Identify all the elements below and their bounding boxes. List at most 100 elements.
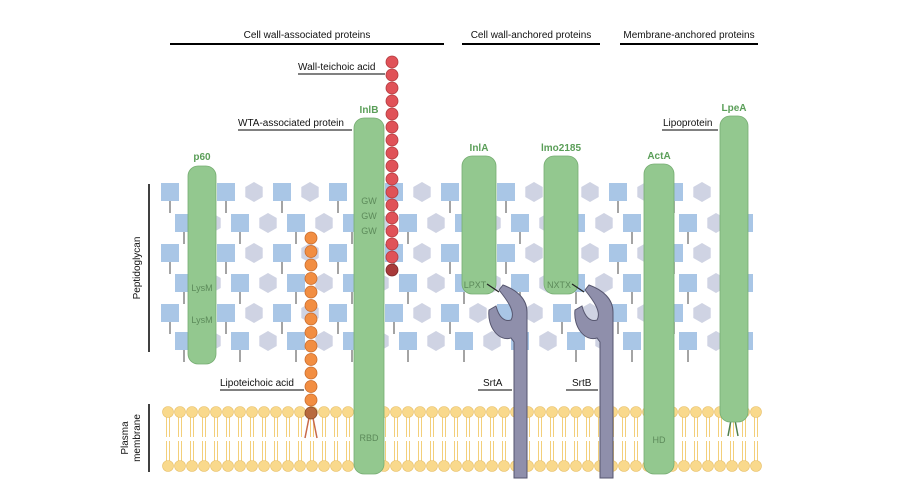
wall-teichoic-acid: Wall-teichoic acid (298, 55, 399, 277)
pg-sugar-square (441, 244, 459, 262)
pg-sugar-hexagon (581, 243, 599, 263)
lipid-head-inner (690, 460, 702, 472)
pg-sugar-hexagon (469, 303, 487, 323)
lipid-head-outer (462, 406, 474, 418)
lipid-head-inner (234, 460, 246, 472)
lta-bead (304, 299, 318, 312)
pg-sugar-hexagon (259, 331, 277, 351)
category-title-cell-wall-anchored: Cell wall-anchored proteins (471, 30, 592, 41)
lta-bead (304, 353, 318, 366)
lipid-head-outer (570, 406, 582, 418)
lipid-head-outer (534, 406, 546, 418)
lipid-head-inner (306, 460, 318, 472)
protein-lpea: LpeA Lipoprotein (662, 103, 749, 437)
srtb-label: SrtB (572, 378, 592, 389)
wta-bead (385, 107, 399, 121)
lipid-head-outer (486, 406, 498, 418)
lipid-head-outer (498, 406, 510, 418)
pg-sugar-hexagon (525, 243, 543, 263)
acta-hd-domain: HD (653, 435, 666, 445)
lipid-head-inner (174, 460, 186, 472)
plasma-membrane-label-line1: Plasma (120, 421, 131, 455)
lipid-head-outer (414, 406, 426, 418)
pg-sugar-square (329, 183, 347, 201)
lipid-head-inner (534, 460, 546, 472)
wta-anchor-bead (385, 263, 399, 277)
lta-bead (304, 258, 318, 272)
pg-sugar-hexagon (525, 303, 543, 323)
lipid-head-inner (318, 460, 330, 472)
pg-sugar-square (679, 274, 697, 292)
lipid-head-inner (342, 460, 354, 472)
inlb-gw-domain-1: GW (361, 196, 377, 206)
lmo2185-nxtx-motif: NXTX (547, 280, 571, 290)
pg-sugar-hexagon (315, 213, 333, 233)
lipid-head-inner (738, 460, 750, 472)
pg-sugar-square (399, 332, 417, 350)
p60-body (187, 165, 217, 365)
srta-body (488, 284, 528, 479)
acta-name: ActA (647, 151, 670, 162)
pg-sugar-square (623, 214, 641, 232)
lipid-head-outer (282, 406, 294, 418)
protein-acta: ActA HD (643, 151, 675, 475)
acta-body (643, 163, 675, 475)
lipid-head-inner (618, 460, 630, 472)
lta-anchor-bead (304, 406, 318, 420)
protein-lmo2185: lmo2185 NXTX (541, 143, 585, 295)
inlb-gw-domain-2: GW (361, 211, 377, 221)
pg-sugar-hexagon (259, 213, 277, 233)
pg-sugar-square (287, 274, 305, 292)
peptidoglycan-label: Peptidoglycan (132, 237, 143, 300)
pg-sugar-square (217, 183, 235, 201)
lipid-head-outer (618, 406, 630, 418)
pg-sugar-square (161, 183, 179, 201)
pg-sugar-square (497, 183, 515, 201)
lta-bead (304, 272, 318, 285)
lipid-head-outer (426, 406, 438, 418)
pg-sugar-hexagon (525, 182, 543, 202)
pg-sugar-square (511, 214, 529, 232)
pg-sugar-square (273, 183, 291, 201)
pg-sugar-hexagon (301, 182, 319, 202)
lipid-head-outer (174, 406, 186, 418)
pg-sugar-square (273, 244, 291, 262)
pg-sugar-square (287, 214, 305, 232)
lta-bead-chain (304, 231, 318, 407)
lipid-head-inner (402, 460, 414, 472)
pg-sugar-square (385, 304, 403, 322)
lipid-head-outer (318, 406, 330, 418)
pg-sugar-square (553, 304, 571, 322)
lipid-head-inner (270, 460, 282, 472)
lipid-head-inner (414, 460, 426, 472)
wall-teichoic-acid-label: Wall-teichoic acid (298, 62, 375, 73)
wta-bead (385, 224, 399, 238)
pg-sugar-square (217, 244, 235, 262)
pg-sugar-square (329, 244, 347, 262)
wta-bead (385, 185, 399, 199)
wta-bead (385, 120, 399, 134)
pg-sugar-hexagon (427, 273, 445, 293)
region-labels: Peptidoglycan Plasma membrane (120, 184, 150, 472)
pg-sugar-square (231, 274, 249, 292)
sortase-srtb: SrtB (566, 284, 614, 479)
lipoteichoic-acid-label: Lipoteichoic acid (220, 378, 294, 389)
pg-sugar-square (231, 214, 249, 232)
lta-bead (304, 366, 318, 380)
lipid-head-inner (282, 460, 294, 472)
pg-sugar-square (161, 304, 179, 322)
lta-bead (304, 245, 318, 258)
lipid-head-inner (198, 460, 210, 472)
lipid-head-outer (162, 406, 174, 418)
inlb-body (353, 117, 385, 475)
lipid-head-inner (582, 460, 594, 472)
category-title-membrane-anchored: Membrane-anchored proteins (623, 30, 754, 41)
lipid-head-inner (714, 460, 726, 472)
pg-sugar-square (217, 304, 235, 322)
inlb-gw-domain-3: GW (361, 226, 377, 236)
lipid-head-inner (486, 460, 498, 472)
wta-bead (385, 198, 399, 212)
pg-sugar-hexagon (693, 303, 711, 323)
lipid-head-outer (450, 406, 462, 418)
lipid-head-inner (390, 460, 402, 472)
